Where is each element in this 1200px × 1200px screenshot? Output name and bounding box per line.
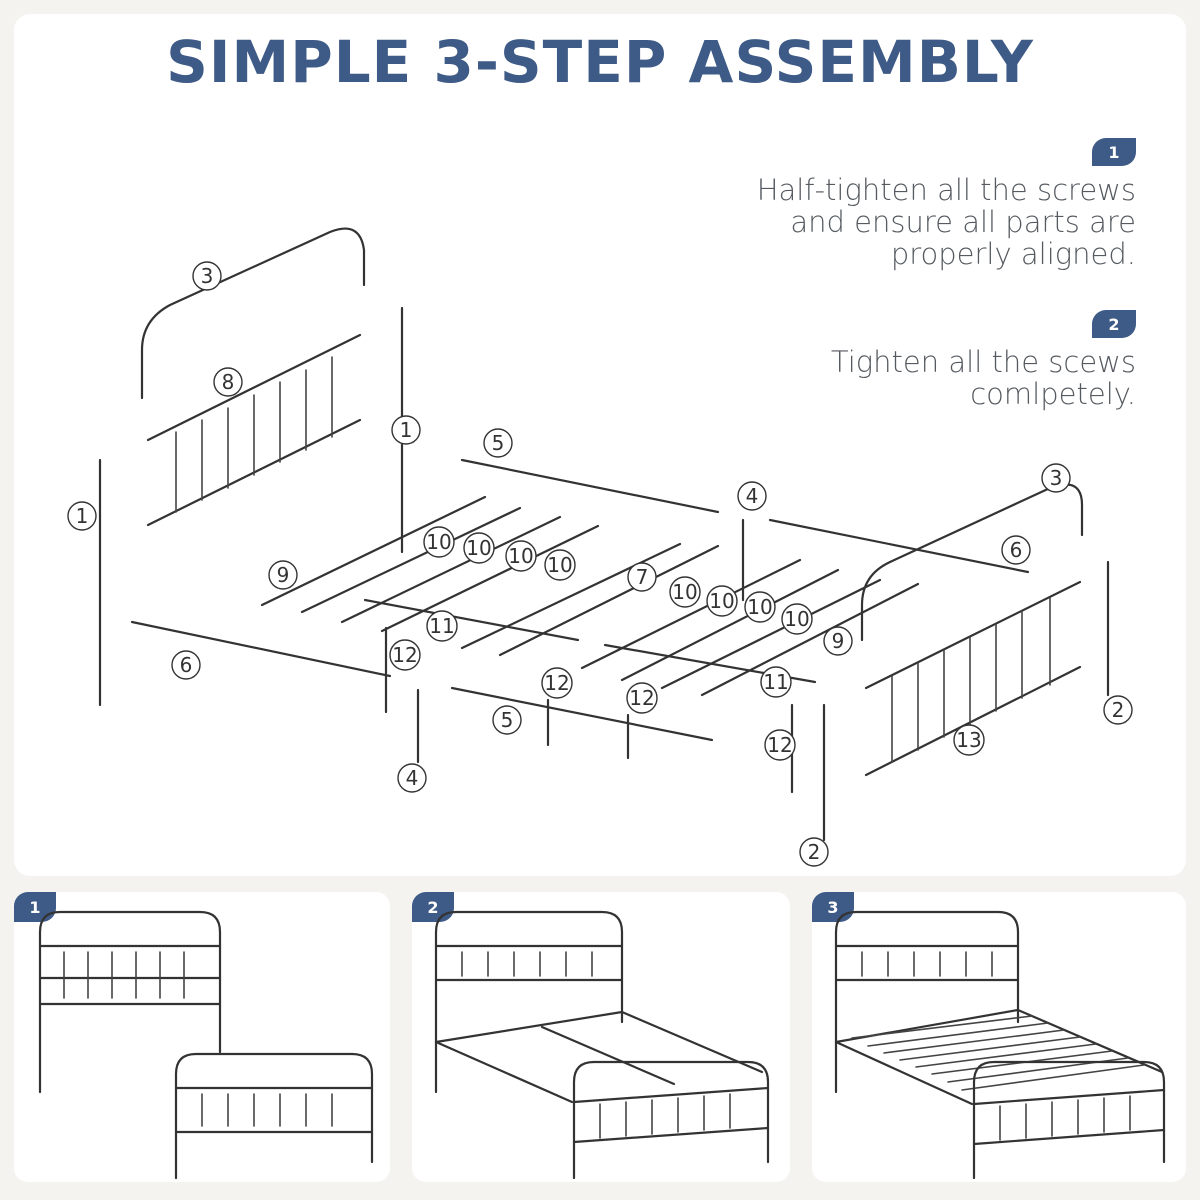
part-center-beam xyxy=(363,598,580,642)
svg-text:2: 2 xyxy=(1112,698,1125,722)
svg-text:13: 13 xyxy=(956,728,981,752)
callout-12-d: 12 xyxy=(764,729,796,761)
complete-bed-illustration xyxy=(834,910,1166,1180)
callout-7: 7 xyxy=(627,562,657,592)
svg-text:12: 12 xyxy=(629,686,654,710)
svg-text:4: 4 xyxy=(406,766,419,790)
svg-text:11: 11 xyxy=(763,670,788,694)
svg-text:9: 9 xyxy=(277,563,290,587)
callout-3-headboard: 3 xyxy=(192,261,222,291)
svg-text:6: 6 xyxy=(1010,538,1023,562)
svg-text:7: 7 xyxy=(636,565,649,589)
svg-text:12: 12 xyxy=(767,733,792,757)
callout-10-d: 10 xyxy=(544,549,576,581)
part-callouts: 3 8 1 1 5 4 3 6 9 10 10 10 10 7 10 10 10… xyxy=(67,261,1133,867)
headboard-footboard-illustration xyxy=(38,910,374,1180)
step-note-1: 1 Half-tighten all the screws and ensure… xyxy=(696,138,1136,270)
callout-1-left: 1 xyxy=(67,501,97,531)
svg-text:1: 1 xyxy=(400,418,413,442)
svg-text:2: 2 xyxy=(808,840,821,864)
step-thumbnail-3: 3 xyxy=(812,892,1186,1182)
callout-2-left: 2 xyxy=(799,837,829,867)
svg-text:10: 10 xyxy=(747,595,772,619)
svg-text:10: 10 xyxy=(426,530,451,554)
svg-text:10: 10 xyxy=(784,607,809,631)
svg-text:10: 10 xyxy=(547,553,572,577)
page-title: SIMPLE 3-STEP ASSEMBLY xyxy=(166,28,1034,96)
part-support-legs xyxy=(384,518,794,794)
step-thumbnail-1: 1 xyxy=(14,892,390,1182)
svg-text:5: 5 xyxy=(501,708,514,732)
callout-10-g: 10 xyxy=(744,591,776,623)
callout-12-b: 12 xyxy=(541,667,573,699)
svg-text:5: 5 xyxy=(492,431,505,455)
frame-assembly-illustration xyxy=(434,910,770,1180)
callout-1-right: 1 xyxy=(391,415,421,445)
callout-10-a: 10 xyxy=(423,526,455,558)
main-diagram-panel xyxy=(14,14,1186,876)
callout-11-right: 11 xyxy=(760,666,792,698)
callout-11-left: 11 xyxy=(426,610,458,642)
part-headboard-panel xyxy=(146,333,362,527)
part-side-rail-front xyxy=(450,686,714,742)
part-slats xyxy=(260,495,920,697)
svg-text:10: 10 xyxy=(466,536,491,560)
callout-8: 8 xyxy=(213,367,243,397)
svg-text:4: 4 xyxy=(746,484,759,508)
part-headboard-arch xyxy=(140,227,366,400)
callout-2-right: 2 xyxy=(1103,695,1133,725)
step-thumbnail-2: 2 xyxy=(412,892,790,1182)
callout-6-left: 6 xyxy=(171,650,201,680)
svg-text:10: 10 xyxy=(672,580,697,604)
step-note-2: 2 Tighten all the scews comlpetely. xyxy=(776,310,1136,410)
part-side-rail-back xyxy=(460,458,720,514)
svg-text:3: 3 xyxy=(201,264,214,288)
thumb-badge-3: 3 xyxy=(812,892,854,922)
step-text-2: Tighten all the scews comlpetely. xyxy=(830,345,1136,411)
callout-12-c: 12 xyxy=(626,682,658,714)
callout-10-b: 10 xyxy=(463,532,495,564)
callout-5-front: 5 xyxy=(492,705,522,735)
svg-text:12: 12 xyxy=(544,671,569,695)
part-side-rail-right xyxy=(768,518,1030,574)
callout-10-c: 10 xyxy=(505,540,537,572)
exploded-assembly-diagram: 3 8 1 1 5 4 3 6 9 10 10 10 10 7 10 10 10… xyxy=(67,227,1133,867)
callout-6-right: 6 xyxy=(1001,535,1031,565)
svg-text:11: 11 xyxy=(429,614,454,638)
callout-9-right: 9 xyxy=(823,626,853,656)
part-side-rail-left xyxy=(130,620,392,678)
callout-10-h: 10 xyxy=(781,603,813,635)
svg-text:10: 10 xyxy=(709,589,734,613)
step-badge-1: 1 xyxy=(1092,138,1136,166)
callout-3-footboard: 3 xyxy=(1041,463,1071,493)
thumb-badge-2: 2 xyxy=(412,892,454,922)
svg-text:10: 10 xyxy=(508,544,533,568)
svg-text:6: 6 xyxy=(180,653,193,677)
svg-text:12: 12 xyxy=(392,643,417,667)
callout-9-left: 9 xyxy=(268,560,298,590)
callout-10-e: 10 xyxy=(669,576,701,608)
svg-text:8: 8 xyxy=(222,370,235,394)
callout-12-a: 12 xyxy=(389,639,421,671)
step-badge-2: 2 xyxy=(1092,310,1136,338)
callout-4-front: 4 xyxy=(397,763,427,793)
step-text-1: Half-tighten all the screws and ensure a… xyxy=(756,173,1136,271)
callout-10-f: 10 xyxy=(706,585,738,617)
callout-4-back: 4 xyxy=(737,481,767,511)
svg-text:3: 3 xyxy=(1050,466,1063,490)
part-footboard-arch xyxy=(860,483,1084,642)
part-footboard-panel xyxy=(864,580,1082,777)
svg-text:1: 1 xyxy=(76,504,89,528)
svg-text:9: 9 xyxy=(832,629,845,653)
callout-5-back: 5 xyxy=(483,428,513,458)
thumb-badge-1: 1 xyxy=(14,892,56,922)
callout-13: 13 xyxy=(953,724,985,756)
